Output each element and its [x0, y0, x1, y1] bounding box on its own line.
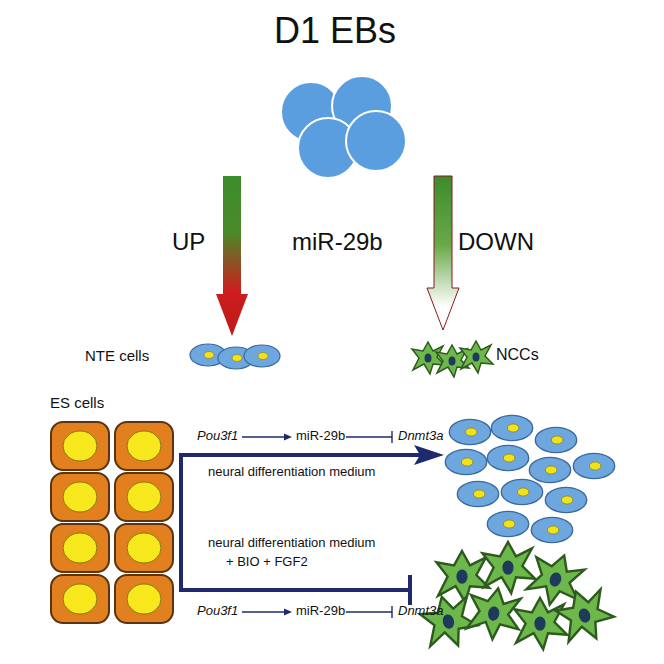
- es-cells: [51, 422, 173, 623]
- embryoid-body-node: D1 EBs: [180, 6, 490, 176]
- gene-name: Pou3f1: [197, 429, 238, 444]
- embryoid-body: [281, 76, 406, 178]
- regulation-label: UP: [172, 228, 205, 256]
- es-cells-node: ES cells: [44, 394, 184, 630]
- nte-cells-node: NTE cells: [85, 336, 280, 376]
- differentiation-paths: [179, 455, 420, 605]
- regulation-label: DOWN: [458, 228, 534, 256]
- gene-name: Pou3f1: [197, 604, 238, 619]
- medium-supplement: + BIO + FGF2: [226, 555, 308, 570]
- medium-label: neural differentiation medium: [208, 536, 375, 551]
- mirna-label: miR-29b: [292, 228, 383, 256]
- ncc-cells-large: [417, 542, 619, 653]
- mirna-name: miR-29b: [296, 429, 345, 444]
- nte-cells-large: [445, 415, 614, 542]
- nte-cells-small: [190, 344, 280, 369]
- mirna-name: miR-29b: [296, 604, 345, 619]
- arrow-head: [414, 445, 444, 465]
- gradient-arrow: [427, 176, 459, 330]
- gene-name: Dnmt3a: [398, 604, 444, 619]
- ncc-node: NCCs: [410, 330, 550, 380]
- medium-label: neural differentiation medium: [208, 465, 375, 480]
- cell-label: ES cells: [50, 394, 104, 411]
- cell-label: NTE cells: [85, 347, 149, 364]
- gene-name: Dnmt3a: [398, 429, 444, 444]
- node-title: D1 EBs: [274, 10, 396, 51]
- pathway-symbols: [242, 431, 392, 618]
- ncc-cells-small: [412, 341, 493, 377]
- cell-label: NCCs: [496, 346, 539, 364]
- gradient-arrow: [216, 176, 248, 336]
